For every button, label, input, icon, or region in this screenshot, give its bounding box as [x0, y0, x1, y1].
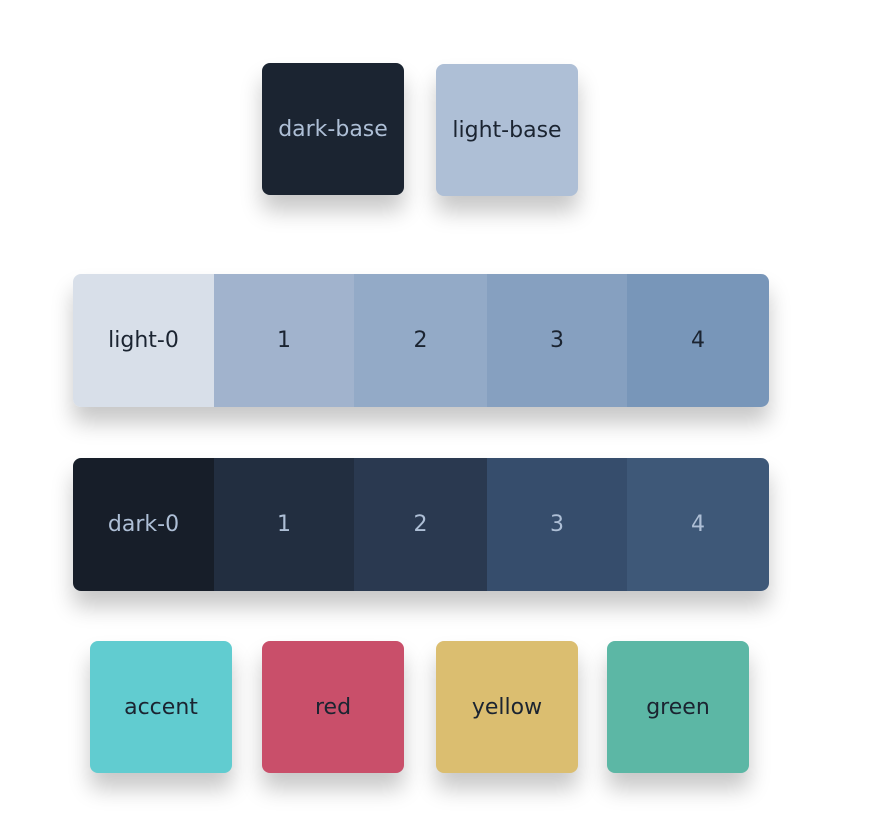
cell-label: dark-0	[107, 512, 180, 537]
swatch-label: red	[314, 694, 352, 720]
swatch-label: accent	[124, 694, 198, 720]
cell-label: 2	[413, 512, 428, 537]
swatch-accent: accent	[90, 641, 232, 773]
light-scale-cell-2: 2	[354, 274, 487, 407]
swatch-label: light-base	[452, 117, 562, 143]
swatch-green: green	[607, 641, 749, 773]
light-scale-cell-3: 3	[487, 274, 627, 407]
dark-scale-strip: dark-0 1 2 3 4	[73, 458, 769, 591]
light-scale-cell-1: 1	[214, 274, 354, 407]
swatch-light-base: light-base	[436, 64, 578, 196]
light-scale-strip: light-0 1 2 3 4	[73, 274, 769, 407]
dark-scale-cell-4: 4	[627, 458, 769, 591]
cell-label: 1	[277, 328, 291, 353]
dark-scale-cell-1: 1	[214, 458, 354, 591]
swatch-label: green	[646, 694, 710, 720]
dark-scale-cell-0: dark-0	[73, 458, 214, 591]
cell-label: 1	[277, 512, 291, 537]
swatch-red: red	[262, 641, 404, 773]
light-scale-cell-0: light-0	[73, 274, 214, 407]
cell-label: light-0	[108, 328, 179, 353]
swatch-label: dark-base	[278, 116, 388, 142]
swatch-label: yellow	[471, 694, 543, 720]
swatch-dark-base: dark-base	[262, 63, 404, 195]
dark-scale-cell-2: 2	[354, 458, 487, 591]
cell-label: 3	[550, 512, 564, 537]
light-scale-cell-4: 4	[627, 274, 769, 407]
cell-label: 2	[413, 328, 428, 353]
cell-label: 4	[691, 512, 705, 537]
dark-scale-cell-3: 3	[487, 458, 627, 591]
swatch-yellow: yellow	[436, 641, 578, 773]
cell-label: 3	[550, 328, 564, 353]
cell-label: 4	[691, 328, 705, 353]
